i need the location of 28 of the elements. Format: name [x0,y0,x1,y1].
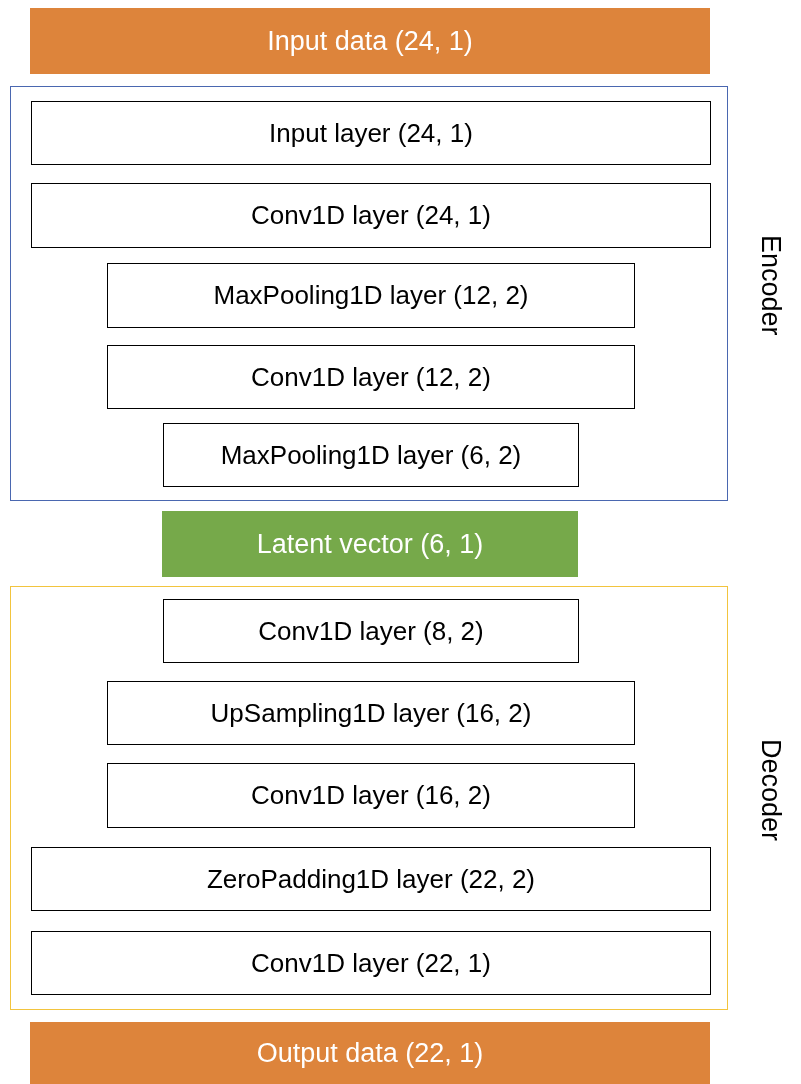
layer-label: MaxPooling1D layer (6, 2) [220,439,522,471]
layer-box [107,263,635,328]
layer-label: MaxPooling1D layer (12, 2) [213,280,529,311]
layer-label: Input layer (24, 1) [269,117,473,149]
layer-box [107,345,635,409]
layer-box [31,931,711,995]
layer-label: Conv1D layer (24, 1) [251,200,491,231]
layer-label: UpSampling1D layer (16, 2) [210,697,532,729]
layer-label: Conv1D layer (12, 2) [251,361,491,393]
data-block [30,1022,710,1084]
data-block [30,8,710,74]
layer-box [163,423,579,487]
layer-label: Latent vector (6, 1) [256,528,484,560]
layer-box [163,599,579,663]
layer-label: Output data (22, 1) [256,1037,484,1069]
layer-label: ZeroPadding1D layer (22, 2) [206,863,536,895]
group-heading: Encoder [755,234,786,336]
layer-box [31,847,711,911]
layer-box [107,763,635,828]
latent-block [162,511,578,577]
layer-label: Conv1D layer (22, 1) [251,947,491,979]
layer-label: Conv1D layer (8, 2) [258,615,484,647]
layer-box [107,681,635,745]
layer-label: Input data (24, 1) [267,25,473,57]
layer-label: Conv1D layer (16, 2) [251,780,491,811]
group-heading: Decoder [755,739,786,842]
layer-box [31,101,711,165]
layer-box [31,183,711,248]
